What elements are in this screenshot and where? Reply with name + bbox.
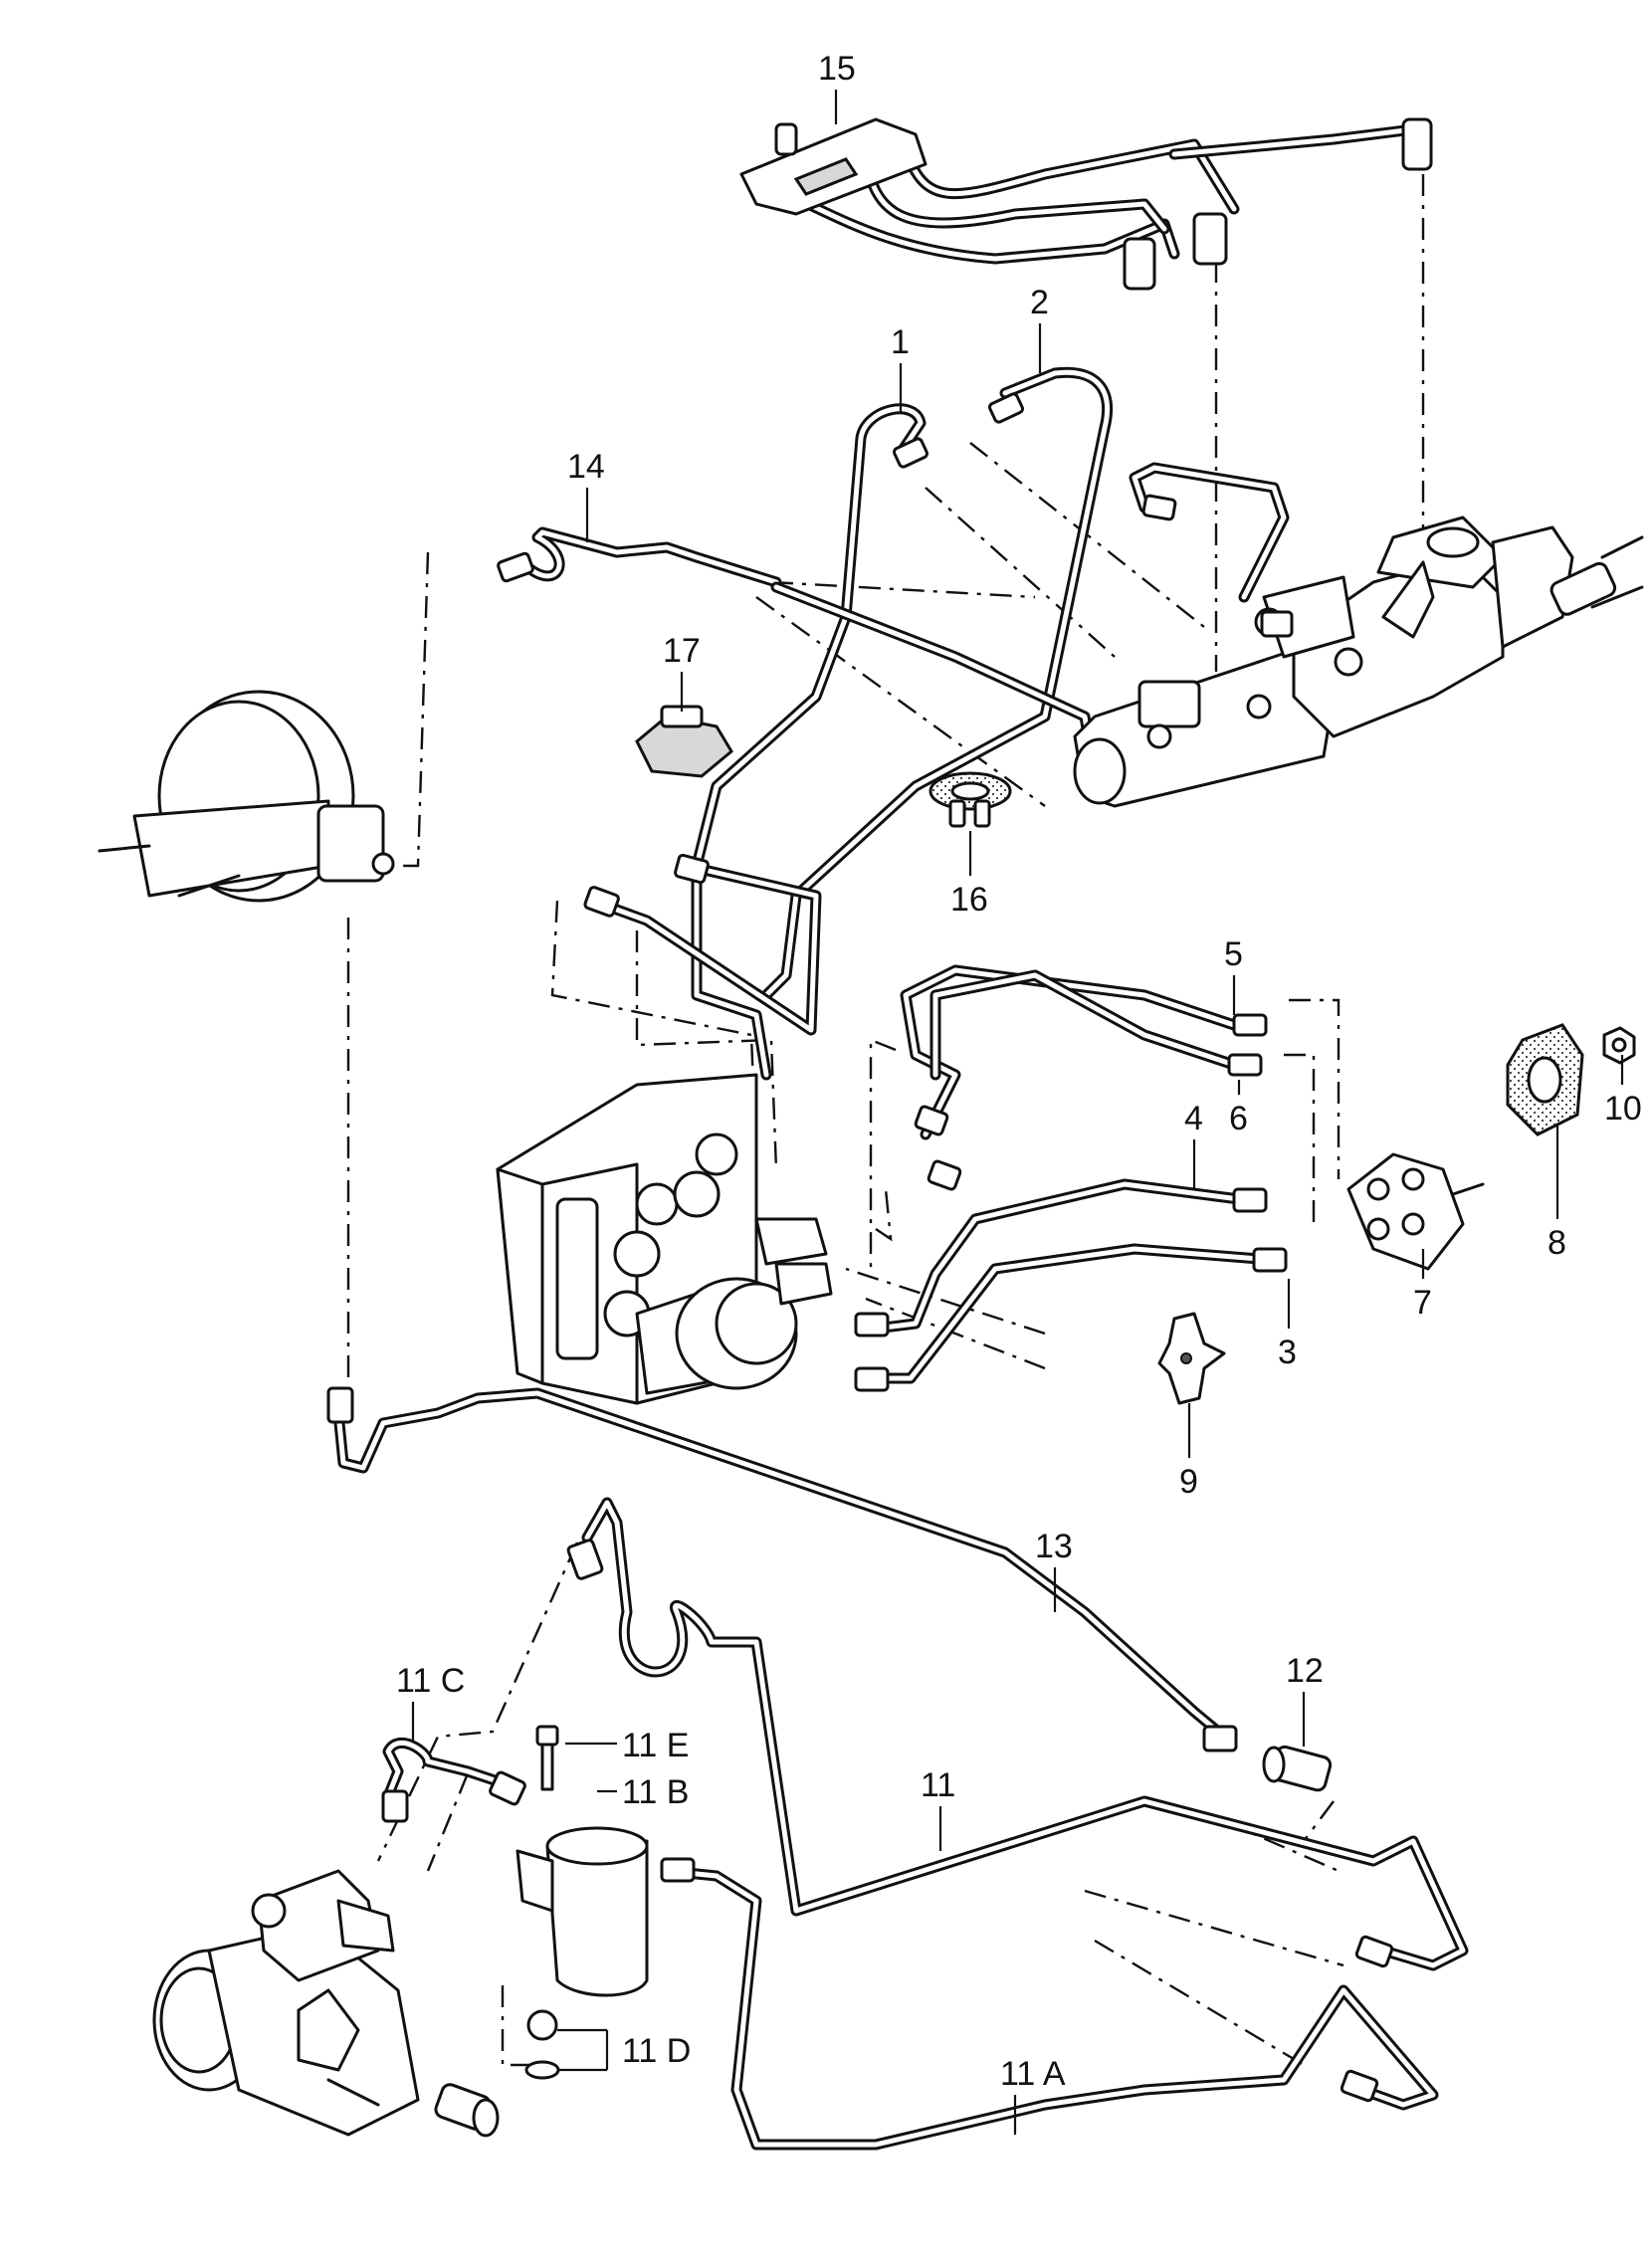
callout-11d: 11 D — [622, 2032, 691, 2070]
gasket-8 — [1506, 1023, 1584, 1136]
bracket-9 — [1157, 1312, 1226, 1405]
adapter-12 — [1262, 1745, 1333, 1792]
callout-3: 3 — [1278, 1334, 1297, 1371]
callout-15: 15 — [818, 50, 856, 88]
callout-11e: 11 E — [622, 1727, 689, 1764]
callout-11a: 11 A — [1000, 2055, 1066, 2093]
callout-1: 1 — [891, 323, 910, 361]
bolt-11e — [535, 1725, 559, 1791]
callout-4: 4 — [1184, 1100, 1203, 1137]
callout-leaders — [411, 90, 1624, 2135]
nut-10 — [1602, 1026, 1636, 1065]
callout-11b: 11 B — [622, 1773, 689, 1811]
callout-17: 17 — [663, 632, 701, 670]
callout-11: 11 — [921, 1766, 955, 1804]
clip-17 — [635, 705, 733, 778]
callout-13: 13 — [1035, 1528, 1073, 1565]
pressure-accumulator — [98, 690, 395, 903]
abs-hydraulic-unit — [496, 1073, 833, 1405]
callout-9: 9 — [1179, 1463, 1198, 1501]
callout-12: 12 — [1286, 1652, 1324, 1690]
pressure-regulator-7 — [1346, 1152, 1485, 1271]
brake-pipes — [332, 123, 1469, 2151]
fittings — [326, 392, 1394, 2103]
distribution-manifold-15 — [739, 117, 1433, 291]
callout-10: 10 — [1604, 1090, 1642, 1128]
callout-7: 7 — [1413, 1284, 1432, 1322]
callout-16: 16 — [950, 881, 988, 919]
callout-labels: 1 2 3 4 5 6 7 8 9 10 11 11 A 11 B 11 C 1… — [396, 50, 1642, 2093]
callout-2: 2 — [1030, 284, 1049, 321]
callout-6: 6 — [1229, 1100, 1248, 1137]
reservoir-11b — [516, 1826, 649, 2080]
callout-11c: 11 C — [396, 1662, 465, 1700]
pump-unit — [152, 1869, 500, 2138]
callout-14: 14 — [567, 448, 605, 486]
master-cylinder — [1073, 515, 1644, 808]
grommet-16 — [929, 771, 1012, 828]
callout-8: 8 — [1548, 1224, 1566, 1262]
callout-5: 5 — [1224, 935, 1243, 973]
